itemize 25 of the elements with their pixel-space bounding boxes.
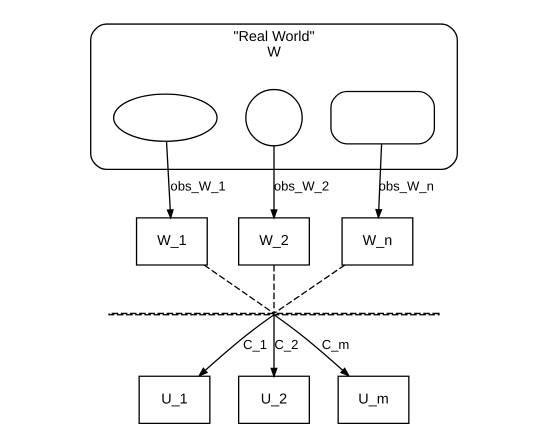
connector: [273, 265, 275, 314]
node-box: U_m: [338, 376, 410, 424]
edge-label: C_1: [243, 336, 268, 352]
node-box: W_n: [341, 217, 414, 266]
arrow: [274, 314, 350, 378]
edge-label: C_2: [274, 336, 298, 352]
node-box: [330, 90, 436, 145]
arrow: [270, 314, 278, 378]
node-box: W_2: [238, 217, 310, 266]
node-ellipse: [112, 93, 218, 142]
cluster: "Real World" W: [90, 23, 458, 170]
arrow: [270, 146, 278, 220]
arrow: [198, 314, 274, 378]
node-box: U_1: [138, 376, 210, 424]
edge-label: obs_W_2: [274, 178, 330, 194]
connector: [274, 264, 346, 314]
node-bar: [108, 312, 440, 316]
node-circle: [245, 88, 303, 146]
node-box: U_2: [238, 376, 310, 424]
node-box: W_1: [136, 217, 208, 266]
arrow: [166, 142, 174, 220]
connector: [204, 264, 274, 314]
arrow: [375, 144, 382, 220]
edge-label: obs_W_1: [170, 178, 226, 194]
edge-label: C_m: [322, 336, 350, 352]
